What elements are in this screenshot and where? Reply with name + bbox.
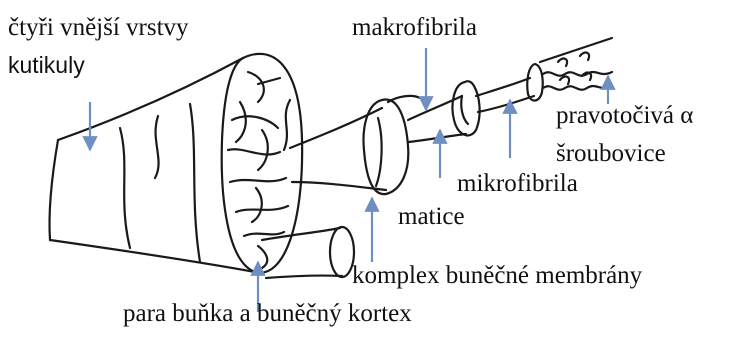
label-cuticle-line1: čtyři vnější vrstvy <box>8 14 189 43</box>
macrofibril-cylinder <box>290 96 420 194</box>
label-macrofibril: makrofibrila <box>352 14 477 43</box>
label-helix-line2: šroubovice <box>556 140 666 169</box>
label-cuticle-line2: kutikuly <box>8 52 85 78</box>
filament-strands <box>476 38 612 112</box>
label-matrix: matice <box>398 203 465 232</box>
cuticle-cone <box>49 58 255 272</box>
microfibril-cylinder <box>408 81 480 142</box>
label-para-cell-cortex: para buňka a buněčný kortex <box>123 300 412 329</box>
label-microfibril: mikrofibrila <box>457 170 578 199</box>
label-helix-line1: pravotočivá α <box>556 102 693 131</box>
label-cell-membrane-complex: komplex buněčné membrány <box>352 262 642 291</box>
